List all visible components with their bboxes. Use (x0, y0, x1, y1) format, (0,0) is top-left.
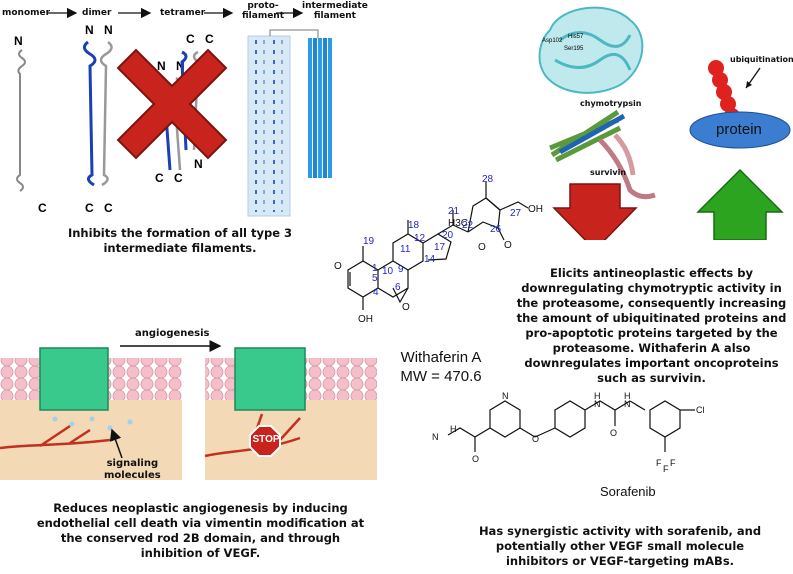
svg-text:5: 5 (372, 273, 378, 284)
svg-text:26: 26 (490, 224, 502, 235)
svg-text:O: O (478, 242, 486, 253)
svg-text:4: 4 (373, 287, 379, 298)
inhibition-x-mark (116, 48, 228, 160)
upregulation-arrow (696, 168, 784, 240)
svg-text:17: 17 (434, 242, 446, 253)
svg-text:F: F (663, 464, 669, 474)
ubiquitination-label: ubiquitination (730, 55, 793, 64)
withaferin-structure (347, 182, 529, 310)
svg-text:N: N (104, 23, 113, 37)
angiogenesis-panel: angiogenesis STOP signaling molecules Re… (0, 318, 400, 574)
svg-text:6: 6 (395, 282, 401, 293)
dimer-drawing: N N C C (83, 23, 113, 215)
svg-text:OH: OH (358, 314, 373, 325)
svg-text:H: H (594, 391, 601, 401)
svg-text:O: O (402, 302, 410, 313)
angiogenesis-caption: Reduces neoplastic angiogenesis by induc… (36, 501, 365, 560)
svg-text:O: O (472, 454, 479, 464)
angiogenesis-label: angiogenesis (135, 328, 210, 339)
proteasome-caption: Elicits antineoplastic effects by downre… (516, 266, 787, 385)
sorafenib-caption: Has synergistic activity with sorafenib,… (478, 524, 762, 568)
svg-text:12: 12 (414, 233, 426, 244)
svg-text:O: O (334, 261, 342, 272)
svg-text:C: C (205, 32, 214, 46)
svg-text:C: C (38, 201, 47, 215)
downregulation-arrow (552, 183, 638, 240)
svg-text:27: 27 (510, 208, 522, 219)
svg-text:H: H (450, 424, 457, 434)
svg-text:N: N (432, 432, 439, 442)
stage-label-intermediate-filament: intermediate filament (302, 1, 368, 21)
svg-text:F: F (670, 458, 676, 468)
svg-text:F: F (656, 458, 662, 468)
survivin-label: survivin (590, 168, 627, 177)
svg-text:14: 14 (424, 254, 436, 265)
svg-text:N: N (624, 399, 631, 409)
svg-text:11: 11 (400, 244, 411, 255)
stage-label-tetramer: tetramer (160, 8, 206, 18)
svg-text:19: 19 (363, 236, 375, 247)
monomer-drawing: N C (14, 34, 47, 215)
svg-text:OH: OH (528, 204, 543, 215)
svg-text:10: 10 (382, 266, 394, 277)
svg-text:O: O (504, 240, 512, 251)
svg-text:N: N (157, 59, 166, 73)
svg-text:C: C (186, 32, 195, 46)
svg-text:28: 28 (482, 174, 494, 185)
svg-text:C: C (85, 201, 94, 215)
withaferin-panel: 1 4 5 6 9 10 11 12 14 17 18 19 20 21 22 … (328, 170, 558, 390)
svg-text:1: 1 (372, 263, 378, 274)
sorafenib-name: Sorafenib (600, 484, 656, 499)
filament-panel: N C N N C C C C N N C C N (0, 0, 368, 260)
withaferin-name: Withaferin A (400, 349, 482, 366)
svg-text:N: N (194, 157, 203, 171)
svg-text:22: 22 (462, 220, 474, 231)
svg-text:18: 18 (408, 220, 420, 231)
stage-label-monomer: monomer (2, 8, 51, 18)
stage-label-dimer: dimer (82, 8, 112, 18)
svg-text:Ser195: Ser195 (564, 46, 584, 52)
sorafenib-panel: N H N O O H N O H N Cl F F F Sorafenib H… (420, 390, 793, 574)
svg-text:20: 20 (442, 230, 454, 241)
survivin-structure (549, 109, 656, 200)
protein-ellipse (689, 111, 791, 149)
signaling-molecules-label: signaling molecules (104, 458, 161, 481)
svg-text:N: N (14, 34, 23, 48)
svg-text:O: O (532, 434, 539, 444)
svg-text:9: 9 (398, 264, 404, 275)
protofilament-drawing (247, 29, 319, 217)
svg-text:N: N (85, 23, 94, 37)
svg-text:C: C (104, 201, 113, 215)
svg-text:Cl: Cl (696, 405, 705, 415)
svg-text:Asp102: Asp102 (542, 38, 563, 44)
svg-text:C: C (155, 171, 164, 185)
svg-text:N: N (502, 391, 509, 401)
chymotrypsin-structure: Asp102 His57 Ser195 (538, 6, 644, 94)
svg-text:C: C (174, 171, 183, 185)
protein-label: protein (716, 121, 762, 138)
svg-text:H: H (624, 391, 631, 401)
withaferin-mw: MW = 470.6 (400, 368, 482, 385)
proteasome-panel: Asp102 His57 Ser195 chymotrypsin surviv (517, 0, 793, 410)
stop-sign (249, 425, 281, 457)
svg-text:21: 21 (448, 206, 460, 217)
stage-label-protofilament: proto- filament (242, 1, 285, 21)
chymotrypsin-label: chymotrypsin (580, 99, 642, 108)
svg-text:H3C: H3C (448, 218, 468, 229)
filament-caption: Inhibits the formation of all type 3 int… (67, 226, 293, 255)
svg-text:His57: His57 (568, 34, 584, 40)
svg-text:N: N (176, 59, 185, 73)
svg-text:O: O (610, 428, 617, 438)
svg-text:N: N (594, 399, 601, 409)
stop-sign-text: STOP (252, 434, 280, 445)
intermediate-filament-drawing (308, 38, 332, 178)
tissue-after (204, 347, 377, 480)
tissue-before (0, 347, 182, 480)
sorafenib-structure (447, 400, 695, 452)
ubiquitin-chain (708, 60, 761, 124)
